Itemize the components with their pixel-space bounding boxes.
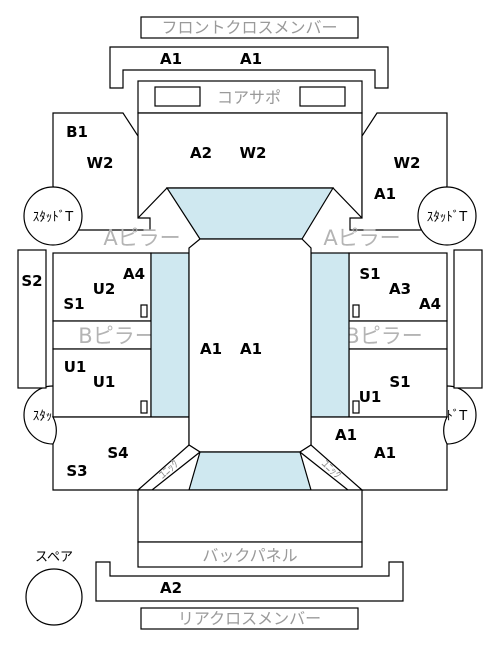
front-left-code-lower: W2 <box>87 154 114 172</box>
front-member-outline <box>109 46 389 89</box>
front-right-door-code-a4: A4 <box>419 295 441 313</box>
rear-member-code: A2 <box>160 579 182 597</box>
hood-code-right: W2 <box>240 144 267 162</box>
front-member-code-left: A1 <box>160 50 182 68</box>
rear-right-code-a1b: A1 <box>374 444 396 462</box>
hood-code-left: A2 <box>190 144 212 162</box>
headlight-left <box>154 86 201 107</box>
rear-right-door-handle <box>352 400 360 414</box>
rear-cross-member-label: リアクロスメンバー <box>178 609 321 628</box>
front-right-code-upper: W2 <box>394 154 421 172</box>
trunk-lid <box>137 489 363 543</box>
a-pillar-left-label: Aピラー <box>103 226 180 250</box>
rocker-left <box>17 249 47 389</box>
spare-tire <box>25 568 83 626</box>
rear-window <box>188 451 312 491</box>
front-left-door-code-s1: S1 <box>63 295 84 313</box>
front-left-door <box>52 252 152 322</box>
rear-left-door-code-u1a: U1 <box>64 358 87 376</box>
back-panel-box <box>137 541 363 568</box>
front-right-door <box>348 252 448 322</box>
spare-label: スペア <box>35 550 73 565</box>
strut-front-right <box>417 186 477 246</box>
rear-left-door <box>52 348 152 418</box>
side-glass-right <box>310 252 350 418</box>
front-right-door-handle <box>352 304 360 318</box>
rear-cross-member-box <box>140 607 359 630</box>
rear-left-code-s3: S3 <box>66 462 87 480</box>
rear-left-code-s4: S4 <box>107 444 128 462</box>
rocker-left-code: S2 <box>21 272 42 290</box>
back-panel-label: バックパネル <box>202 546 297 565</box>
core-support-label: コアサポ <box>217 88 281 107</box>
b-pillar-right-label: Bピラー <box>345 324 422 348</box>
windshield <box>165 187 335 240</box>
front-right-code-lower: A1 <box>374 185 396 203</box>
headlight-right <box>299 86 346 107</box>
roof-code-left: A1 <box>200 340 222 358</box>
strut-front-right-label: ｽﾀｯﾄﾞT <box>427 210 468 225</box>
side-glass-left <box>150 252 190 418</box>
front-left-code-upper: B1 <box>66 123 88 141</box>
rear-right-door-code-u1: U1 <box>359 388 382 406</box>
front-right-door-code-a3: A3 <box>389 280 411 298</box>
rear-right-door-code-s1: S1 <box>389 373 410 391</box>
rear-member-outline <box>95 561 404 602</box>
rear-right-door <box>348 348 448 418</box>
front-cross-member-label: フロントクロスメンバー <box>161 18 337 37</box>
strut-front-left-label: ｽﾀｯﾄﾞT <box>33 210 74 225</box>
b-pillar-left-label: Bピラー <box>78 324 155 348</box>
front-member-code-right: A1 <box>240 50 262 68</box>
front-cross-member-box <box>140 16 359 39</box>
a-pillar-right-label: Aピラー <box>323 226 400 250</box>
roof-code-right: A1 <box>240 340 262 358</box>
front-right-door-code-s1: S1 <box>359 265 380 283</box>
rear-left-door-code-u1b: U1 <box>93 373 116 391</box>
rear-left-door-handle <box>140 400 148 414</box>
front-left-door-code-a4: A4 <box>123 265 145 283</box>
rear-right-code-a1a: A1 <box>335 426 357 444</box>
front-left-door-code-u2: U2 <box>93 280 116 298</box>
front-left-door-handle <box>140 304 148 318</box>
rocker-right <box>453 249 483 389</box>
strut-front-left <box>23 186 83 246</box>
